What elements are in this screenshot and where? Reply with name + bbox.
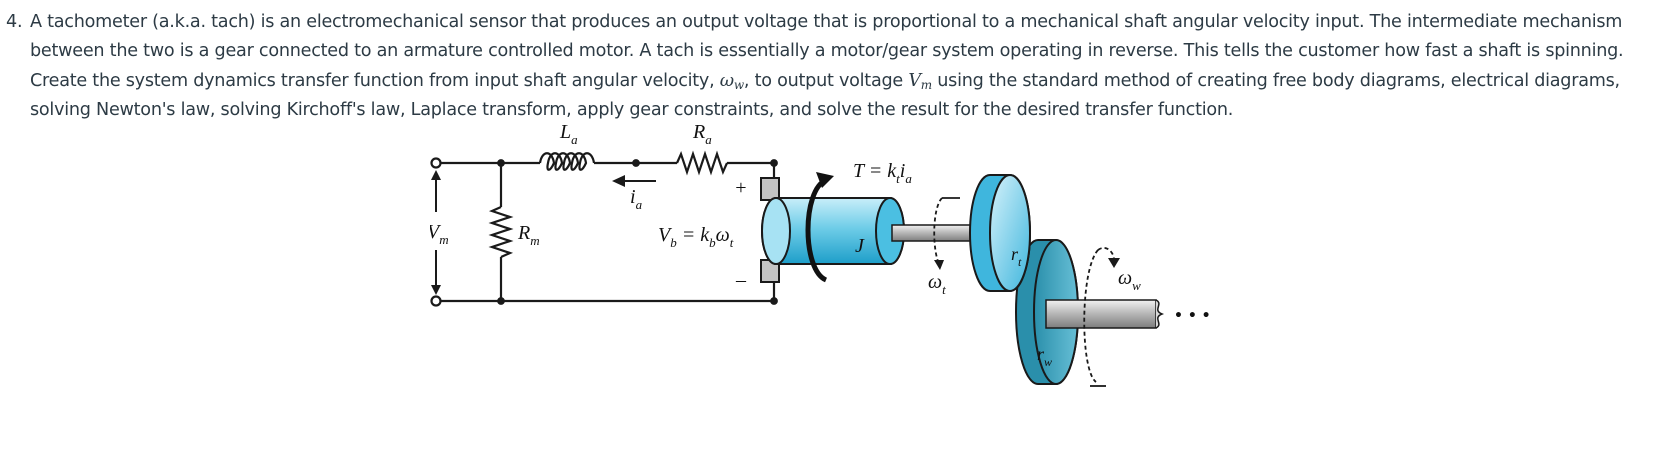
label-plus: + [734,177,748,199]
label-r-t: rt [1011,244,1022,269]
label-rm: Rm [517,222,540,248]
gear-small [969,174,1031,292]
motor [760,172,905,283]
label-la: La [559,121,578,147]
label-r-w: rw [1037,344,1052,369]
circuit [430,150,778,307]
torque-arrow [805,177,828,283]
label-vb-eq: Vb = kbωt [658,224,734,250]
label-omega-w: ωw [1118,267,1141,293]
gear-large [1015,239,1079,385]
question-number: 4. [6,12,23,32]
ellipsis: • • • [1174,308,1211,324]
question-text-part-2: , to output voltage [743,70,909,91]
label-j: J [855,235,865,257]
resistor-rm [488,205,514,259]
vm-symbol: Vm [908,70,932,92]
label-torque-eq: T = ktia [853,160,912,186]
terminal-bottom [430,295,442,307]
question-body: A tachometer (a.k.a. tach) is an electro… [30,8,1646,126]
inductor-coil [538,152,596,171]
label-ia: ia [630,186,643,212]
label-omega-t: ωt [928,271,946,297]
label-vm: Vm [430,221,449,247]
label-ra: Ra [692,121,712,147]
tachometer-diagram: La Ra Vm Rm ia + – Vb = kbωt T = ktia J … [430,121,1211,387]
shaft-t [891,197,973,270]
shaft-w [1045,247,1165,387]
terminal-top [430,157,442,169]
brush-top [760,177,780,201]
omega-w-symbol: ωw [719,70,744,92]
resistor-ra [675,150,729,176]
current-arrow [612,175,656,187]
label-minus: – [735,269,747,291]
question-text-part-1: A tachometer (a.k.a. tach) is an electro… [30,12,1624,91]
vm-arrows [431,170,441,295]
question-text: 4. A tachometer (a.k.a. tach) is an elec… [6,8,1646,126]
question-text-part-3: using the standard method of creating fr… [30,70,1620,121]
